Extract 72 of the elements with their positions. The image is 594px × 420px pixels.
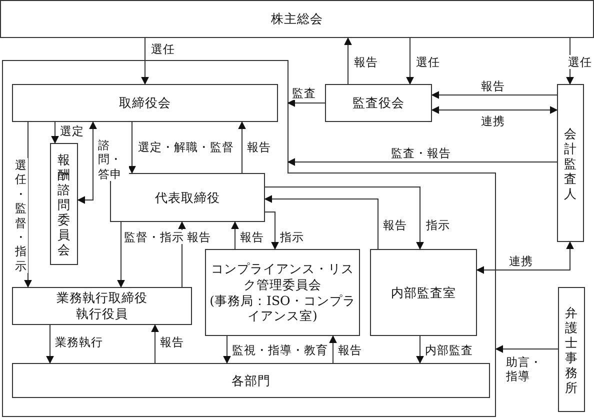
edge-label: 報告 — [239, 230, 265, 244]
edge-label: 連携 — [480, 114, 506, 128]
edge-label: 報告 — [382, 218, 408, 232]
node-text: 代表取締役 — [155, 190, 220, 206]
edge-label: 監視・指導・教育 — [231, 343, 329, 358]
edge-label: 報告 — [186, 230, 212, 244]
edge-label: 監督・指示 — [123, 230, 185, 244]
edge-label: 連携 — [508, 254, 534, 268]
arrow — [431, 106, 558, 114]
edge-label: 監査・報告 — [390, 146, 452, 160]
arrow — [287, 99, 326, 107]
board-box — [12, 84, 278, 122]
arrow — [51, 122, 59, 144]
edge-label: 選任 — [567, 55, 593, 70]
edge-label: 選任 — [150, 42, 176, 56]
edge-label: 選任・監督・指示 — [14, 158, 28, 273]
node-text: 監査役会 — [352, 95, 404, 111]
edge-label: 指示 — [425, 218, 451, 232]
arrow — [77, 121, 97, 204]
node-text: 株主総会 — [271, 11, 323, 27]
edge-label: 報告 — [353, 55, 379, 70]
edge-label: 選定 — [59, 124, 85, 138]
process-box — [370, 249, 477, 336]
edge-label: 指示 — [279, 230, 305, 244]
committee-box — [50, 143, 78, 265]
node-text: 会計監査人 — [564, 126, 578, 200]
department-box — [12, 363, 490, 398]
edge-label: 諮問・答申 — [97, 138, 129, 182]
arrow — [287, 158, 558, 166]
arrow — [476, 241, 574, 274]
edge-label: 報告 — [480, 79, 506, 94]
top-box — [0, 0, 594, 38]
board-box — [325, 84, 432, 122]
node-text: 弁護士事務所 — [564, 304, 578, 394]
arrow — [344, 37, 352, 84]
arrow — [406, 38, 414, 85]
arrow — [416, 336, 424, 364]
arrow — [231, 221, 239, 250]
arrow — [495, 345, 558, 353]
arrow — [264, 186, 424, 250]
edge-label: 選任 — [415, 55, 441, 70]
edge-label: 選定・解職・監督 — [137, 140, 235, 154]
node-text: 内部監査室 — [391, 284, 456, 300]
node-text: 取締役会 — [119, 95, 171, 111]
arrow — [238, 121, 246, 174]
node-text: 各部門 — [232, 372, 270, 388]
office-box — [558, 287, 585, 412]
edge-label: 報告 — [246, 140, 272, 154]
committee-box — [205, 249, 360, 336]
arrow — [24, 122, 32, 288]
arrow — [141, 38, 149, 85]
edge-label: 報告 — [337, 343, 363, 358]
arrow — [329, 335, 337, 364]
arrow — [264, 195, 378, 250]
edge-label: 業務執行 — [54, 335, 104, 350]
arrow — [117, 222, 125, 288]
arrow — [264, 212, 279, 250]
node-text: (事務局：ISO・コンプライアンス室) — [208, 292, 356, 324]
process-box — [12, 287, 192, 325]
node-text: 執行役員 — [76, 306, 128, 322]
edge-label: 内部監査 — [424, 343, 474, 358]
arrow — [151, 324, 159, 364]
edge-label: 監査 — [291, 86, 317, 100]
arrow — [46, 324, 54, 364]
arrow — [223, 336, 231, 364]
arrow — [431, 91, 558, 99]
node-text: 報酬諮問委員会 — [57, 152, 71, 256]
edge-label: 報告 — [159, 335, 185, 350]
auditor-box — [557, 84, 584, 242]
arrow — [128, 122, 136, 174]
node-text: 業務執行取締役 — [56, 290, 148, 306]
node-text: コンプライアンス・リスク管理委員会 — [210, 261, 355, 292]
